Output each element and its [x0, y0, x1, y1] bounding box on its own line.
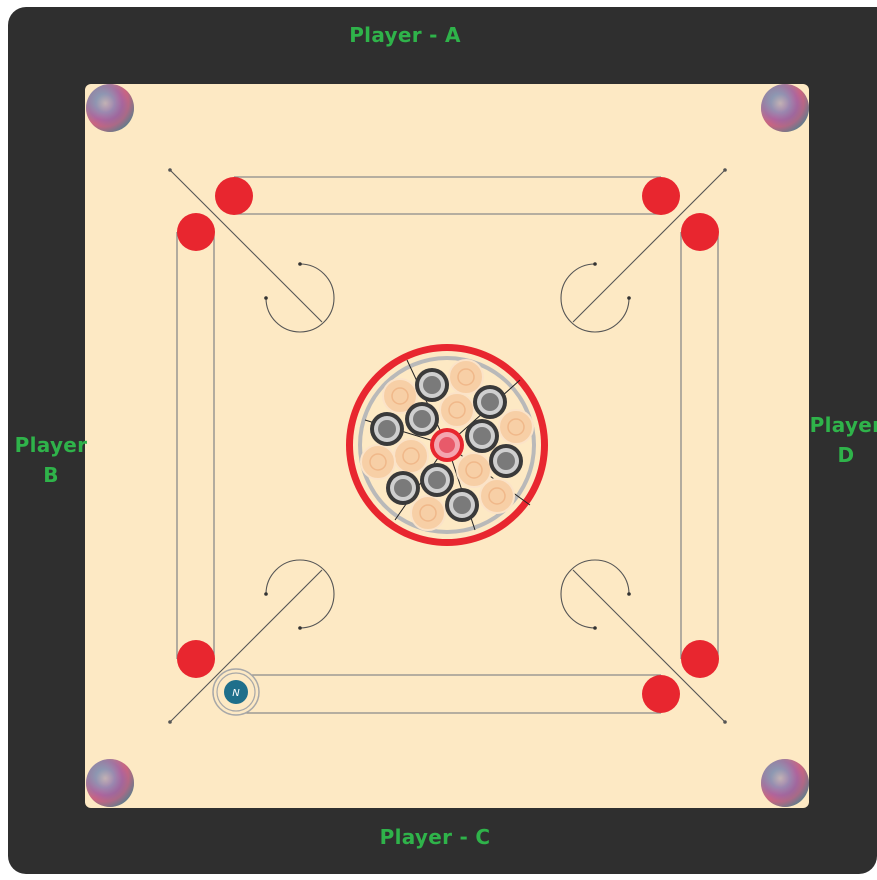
white-coin: [411, 496, 445, 530]
white-coin: [499, 410, 533, 444]
queen-coin: [430, 428, 464, 462]
black-coin: [405, 402, 439, 436]
black-coin: [386, 471, 420, 505]
striker[interactable]: N: [213, 669, 259, 715]
pocket-top-left: [86, 84, 134, 132]
white-coin: [440, 393, 474, 427]
white-coin: [394, 439, 428, 473]
black-coin: [370, 412, 404, 446]
white-coin: [361, 445, 395, 479]
player-b-label: Player B: [10, 430, 92, 490]
black-coin: [420, 463, 454, 497]
pocket-bottom-left: [86, 759, 134, 807]
pocket-bottom-right: [761, 759, 809, 807]
striker-label: N: [232, 688, 240, 699]
black-coin: [415, 368, 449, 402]
black-coin: [473, 385, 507, 419]
pocket-top-right: [761, 84, 809, 132]
black-coin: [445, 488, 479, 522]
player-d-label: Player D: [806, 410, 877, 470]
player-a-label: Player - A: [300, 20, 510, 50]
black-coin: [465, 419, 499, 453]
white-coin: [480, 479, 514, 513]
white-coin: [449, 360, 483, 394]
black-coin: [489, 444, 523, 478]
player-c-label: Player - C: [330, 822, 540, 852]
